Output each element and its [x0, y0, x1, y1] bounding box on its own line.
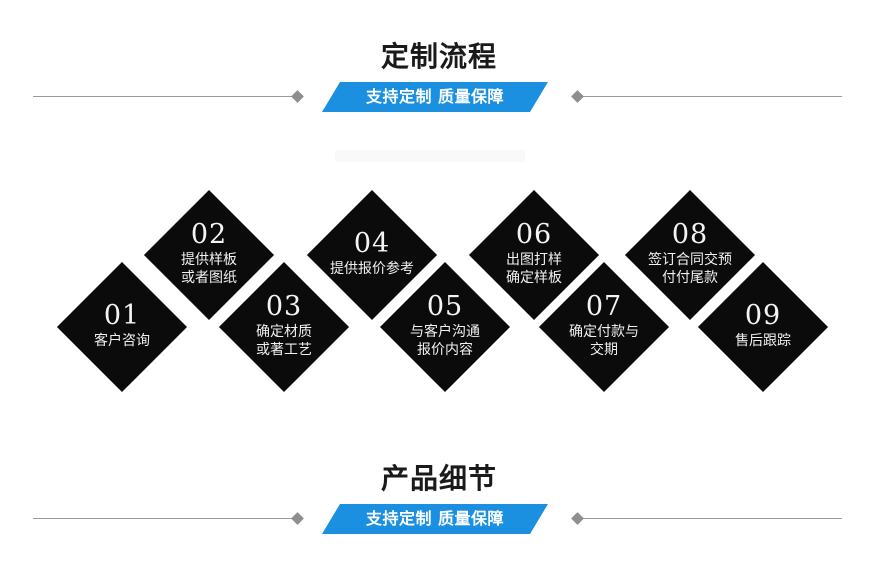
flow-step-diamond-01	[56, 261, 188, 393]
banner-shape-top	[322, 82, 548, 112]
divider-line-left-bottom	[33, 518, 295, 519]
banner-shape-bottom	[322, 504, 548, 534]
divider-diamond-left-bottom	[291, 512, 304, 525]
divider-line-right-top	[580, 96, 842, 97]
banner-label-bottom: 支持定制 质量保障	[365, 509, 505, 528]
divider-line-right-bottom	[580, 518, 842, 519]
divider-line-left-top	[33, 96, 295, 97]
page-title-bottom: 产品细节	[380, 462, 497, 495]
banner-label-top: 支持定制 质量保障	[365, 87, 505, 106]
section-header-top: 定制流程 支持定制 质量保障	[0, 40, 878, 112]
divider-diamond-right-bottom	[571, 512, 584, 525]
section-header-bottom: 产品细节 支持定制 质量保障	[0, 462, 878, 534]
page-title-top: 定制流程	[380, 40, 497, 73]
